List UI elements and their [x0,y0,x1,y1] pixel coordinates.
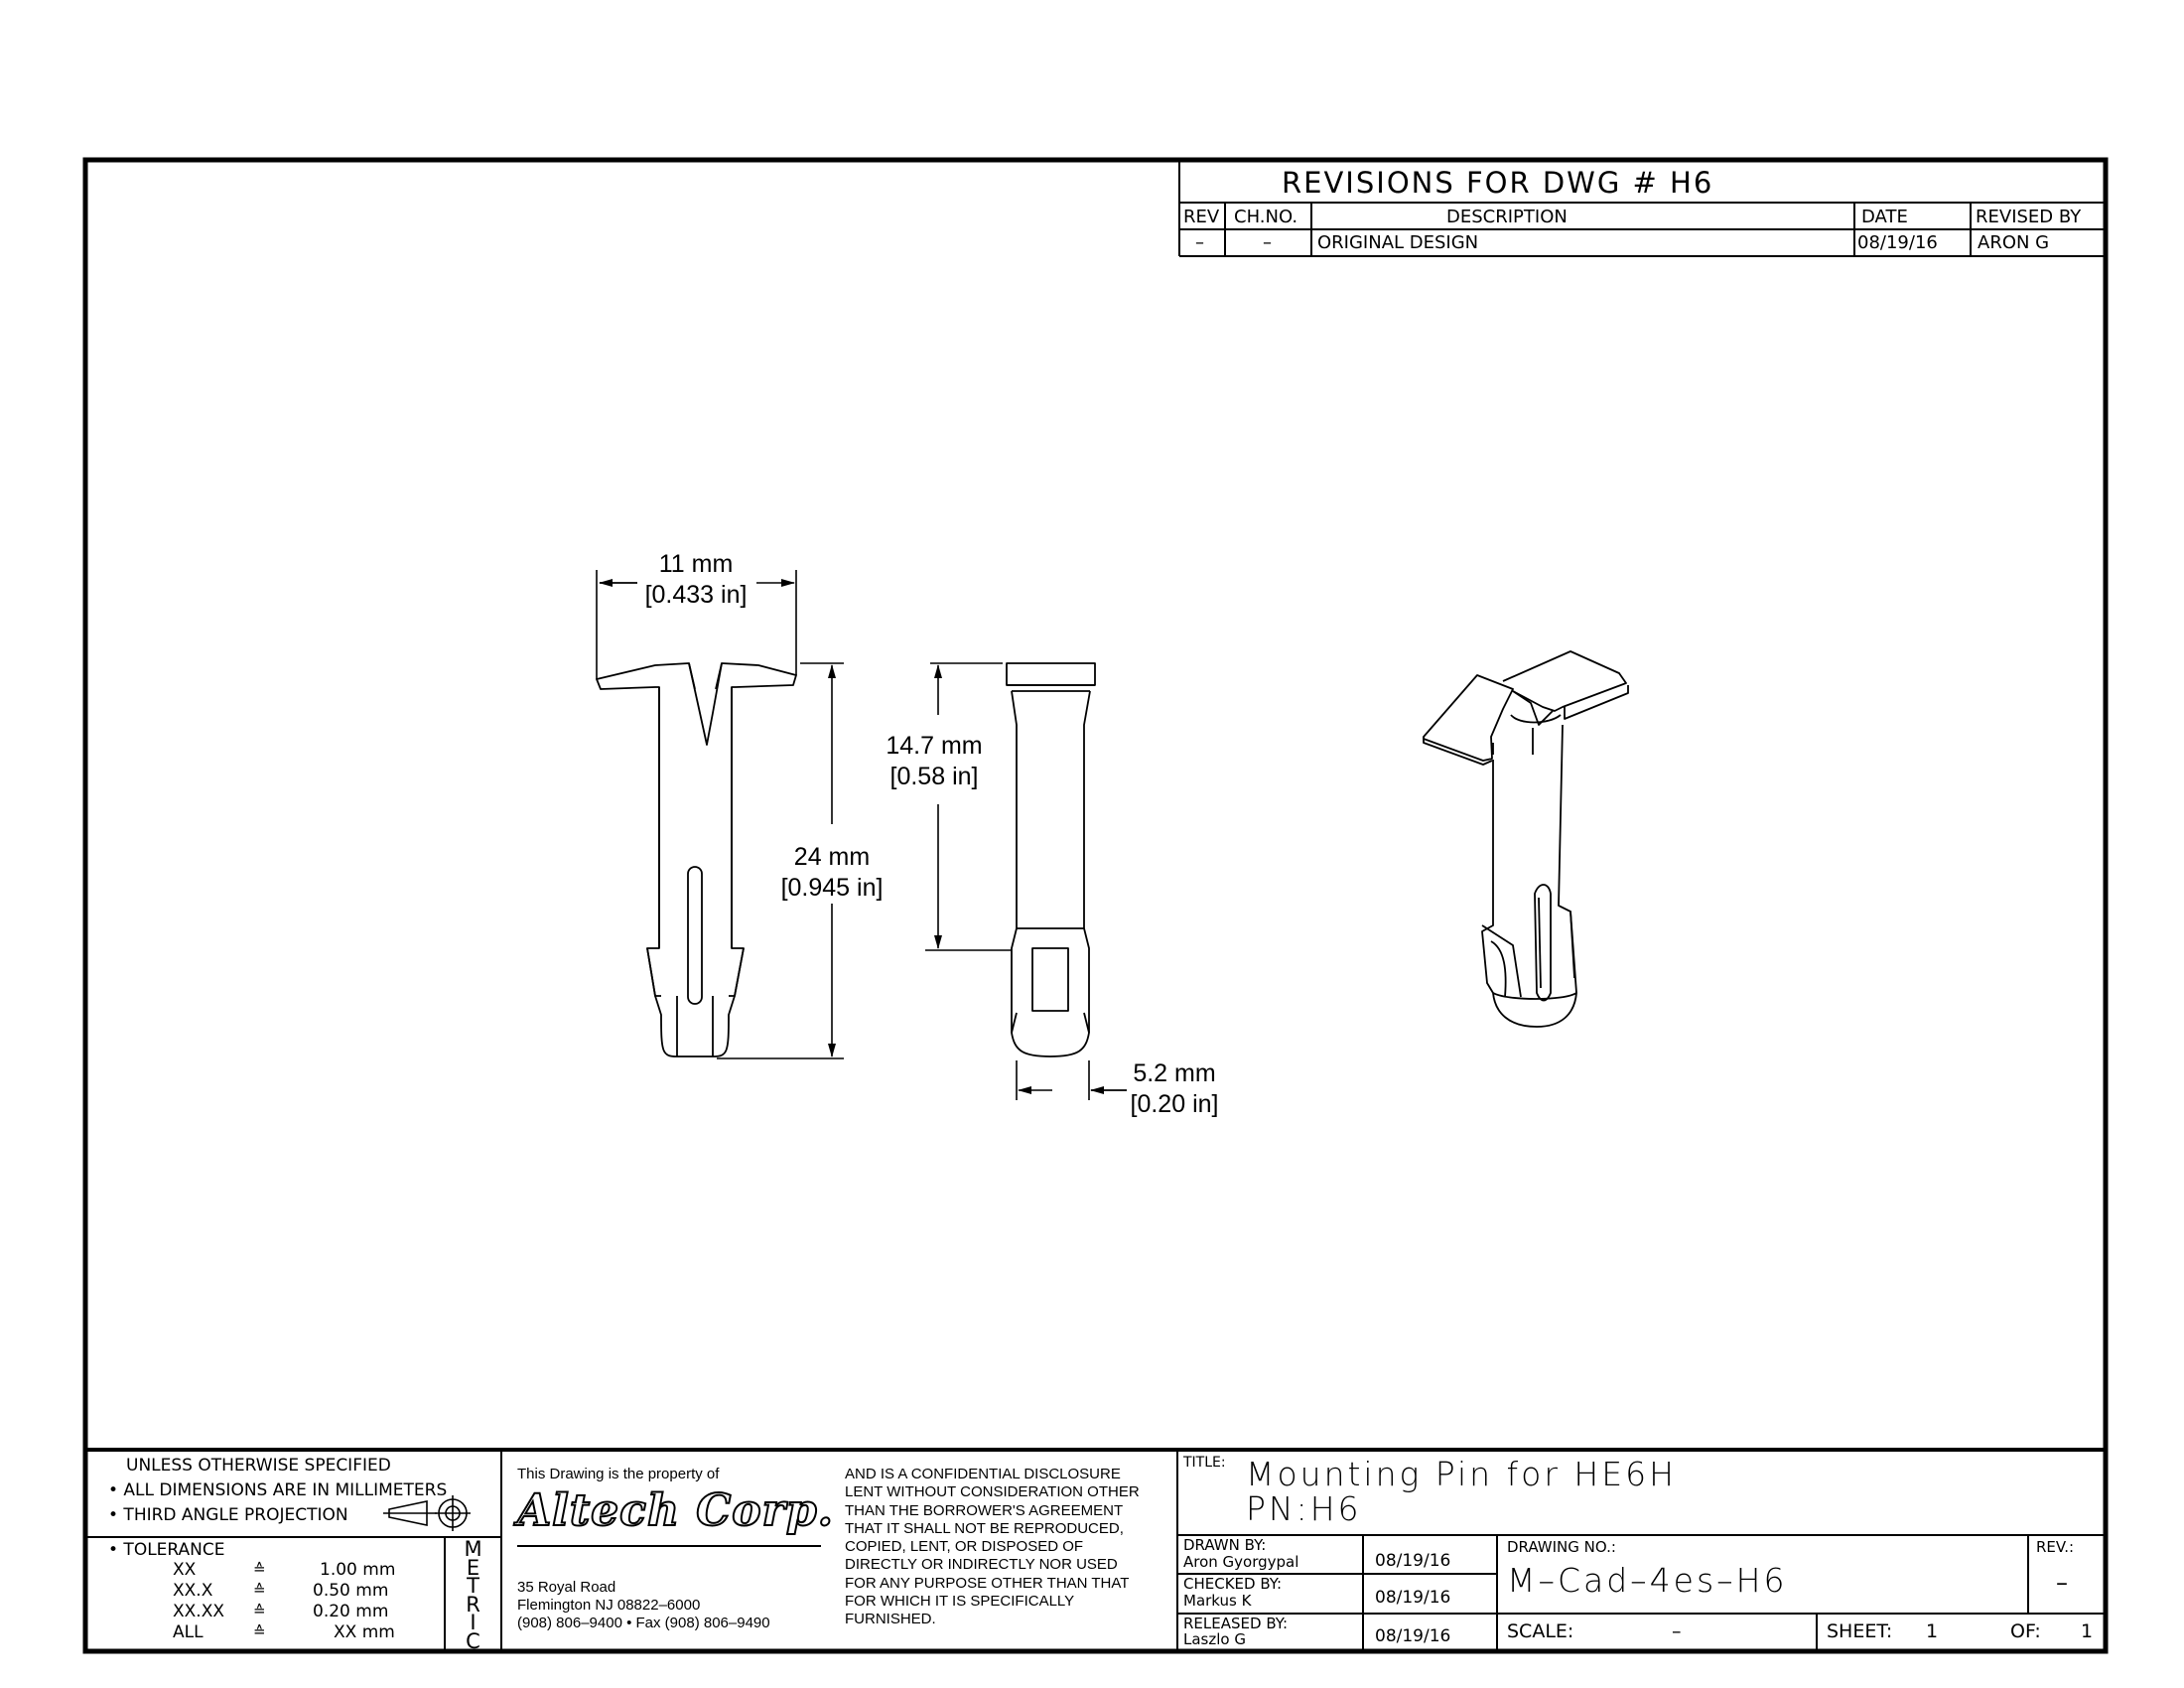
isometric-view [1423,650,1629,1028]
checked-by-label: CHECKED BY: [1183,1575,1283,1593]
tolerance-value: 0.20 mm [313,1602,389,1621]
revised-by-header: REVISED BY [1976,207,2082,227]
released-by-name: Laszlo G [1183,1630,1246,1648]
metric-letter: M [464,1537,482,1561]
projection-symbol [383,1495,471,1531]
confidential-line: THAT IT SHALL NOT BE REPRODUCED, [845,1519,1124,1537]
description-header: DESCRIPTION [1446,207,1568,227]
confidential-line: FOR WHICH IT IS SPECIFICALLY [845,1593,1075,1611]
revision-table-title: REVISIONS FOR DWG # H6 [1282,166,1714,200]
metric-letter: I [470,1611,477,1634]
tolerance-pattern: ALL [173,1622,204,1642]
diameter-dimension [1016,1060,1127,1100]
length-dimension [717,662,844,1059]
tolerance-symbol: ≙ [253,1560,266,1578]
phone-fax: (908) 806–9400 • Fax (908) 806–9490 [517,1615,770,1631]
tolerance-symbol: ≙ [253,1622,266,1640]
length-mm: 24 mm [793,843,871,871]
revision-row-date: 08/19/16 [1857,232,1938,253]
slot-dimension [925,662,1012,951]
scale-label: SCALE: [1507,1620,1574,1642]
tolerance-pattern: XX.X [173,1581,213,1601]
rev-label: REV.: [2036,1538,2075,1556]
diameter-mm: 5.2 mm [1133,1059,1216,1087]
checked-by-name: Markus K [1183,1592,1252,1610]
drawn-date: 08/19/16 [1375,1551,1451,1571]
slot-dimension-label: 14.7 mm [0.58 in] [870,731,999,793]
drawn-by-name: Aron Gyorgypal [1183,1553,1299,1571]
tolerance-label: • TOLERANCE [108,1540,225,1560]
width-dimension-label: 11 mm [0.433 in] [631,549,760,612]
title-label: TITLE: [1183,1455,1226,1471]
address-city: Flemington NJ 08822–6000 [517,1597,701,1614]
confidential-notice: AND IS A CONFIDENTIAL DISCLOSURE LENT WI… [845,1466,1140,1629]
tolerance-value: 1.00 mm [320,1560,396,1580]
rev-header: REV [1183,207,1220,227]
released-by-label: RELEASED BY: [1183,1615,1289,1632]
tolerance-symbol: ≙ [253,1602,266,1619]
tolerance-value: XX mm [334,1622,395,1642]
confidential-line: DIRECTLY OR INDIRECTLY NOR USED [845,1556,1118,1574]
confidential-line: FURNISHED. [845,1611,936,1628]
metric-letter: T [467,1574,479,1598]
sheet-label: SHEET: [1827,1620,1893,1642]
metric-column: M E T R I C [445,1537,501,1653]
confidential-line: COPIED, LENT, OR DISPOSED OF [845,1538,1084,1556]
width-dimension [596,570,797,679]
spec-line-unless: UNLESS OTHERWISE SPECIFIED [126,1456,391,1476]
metric-letter: C [466,1628,480,1653]
spec-line-dimensions: • ALL DIMENSIONS ARE IN MILLIMETERS [108,1480,448,1500]
rev-value: – [2056,1569,2068,1597]
length-in: [0.945 in] [780,874,884,903]
diameter-in: [0.20 in] [1130,1090,1219,1119]
title-block-grid [87,1450,2104,1651]
checked-date: 08/19/16 [1375,1588,1451,1608]
slot-in: [0.58 in] [889,763,979,791]
revision-row-description: ORIGINAL DESIGN [1317,232,1479,253]
drawn-by-label: DRAWN BY: [1183,1536,1267,1554]
metric-letter: R [466,1592,480,1617]
confidential-line: AND IS A CONFIDENTIAL DISCLOSURE [845,1466,1121,1482]
revision-row-revised-by: ARON G [1978,232,2050,253]
scale-value: – [1672,1620,1682,1642]
of-label: OF: [2010,1620,2041,1642]
tolerance-value: 0.50 mm [313,1581,389,1601]
spec-line-projection: • THIRD ANGLE PROJECTION [108,1505,348,1525]
revision-table-grid [1178,162,2104,257]
company-logo: Altech Corp. [516,1485,834,1536]
revision-row-rev: – [1195,232,1204,253]
confidential-line: FOR ANY PURPOSE OTHER THAN THAT [845,1574,1130,1592]
of-value: 1 [2081,1620,2094,1642]
address-street: 35 Royal Road [517,1579,616,1596]
side-view [1006,662,1096,1057]
metric-letter: E [466,1555,480,1580]
released-date: 08/19/16 [1375,1626,1451,1646]
part-number: PN:H6 [1246,1489,1362,1528]
sheet-value: 1 [1926,1620,1939,1642]
tolerance-pattern: XX.XX [173,1602,224,1621]
length-dimension-label: 24 mm [0.945 in] [764,842,899,905]
confidential-line: THAN THE BORROWER'S AGREEMENT [845,1501,1124,1519]
revision-row-chno: – [1263,232,1272,253]
drawing-title: Mounting Pin for HE6H [1246,1455,1677,1493]
tolerance-pattern: XX [173,1560,197,1580]
tolerance-symbol: ≙ [253,1581,266,1599]
date-header: DATE [1861,207,1908,227]
width-mm: 11 mm [658,550,734,578]
width-in: [0.433 in] [644,581,748,610]
front-view [596,662,797,1057]
confidential-line: LENT WITHOUT CONSIDERATION OTHER [845,1483,1140,1501]
drawing-number: M–Cad–4es–H6 [1507,1561,1788,1600]
diameter-dimension-label: 5.2 mm [0.20 in] [1110,1058,1239,1121]
property-text: This Drawing is the property of [517,1466,720,1482]
sheet-border [82,157,2109,1654]
drawing-number-label: DRAWING NO.: [1507,1538,1616,1556]
slot-mm: 14.7 mm [886,732,983,760]
chno-header: CH.NO. [1234,207,1298,227]
